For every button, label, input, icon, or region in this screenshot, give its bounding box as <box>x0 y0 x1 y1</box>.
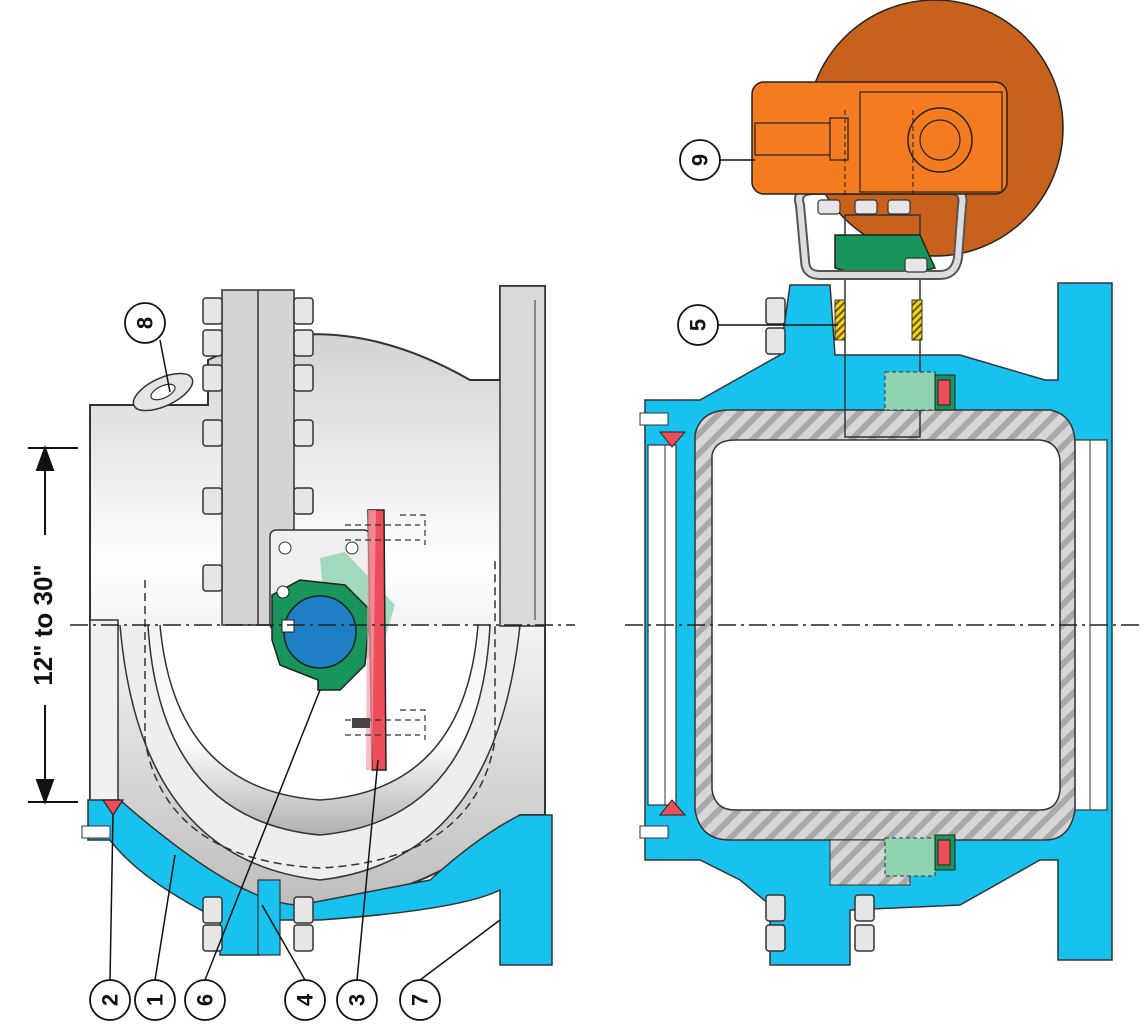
bottom-seat-cartridge <box>884 837 936 877</box>
trunnion-ball-blue <box>283 595 357 669</box>
callout-5-circle <box>677 304 719 346</box>
callout-4: 4 <box>293 993 318 1006</box>
left-bore-outline <box>159 624 479 801</box>
callout-5: 5 <box>686 319 711 331</box>
callout-3: 3 <box>345 994 370 1006</box>
top-seat-cartridge <box>884 371 936 411</box>
left-dashed-ball <box>144 560 496 869</box>
left-blue-body-cut <box>87 799 553 966</box>
seal-triangle-lower <box>658 799 687 816</box>
left-end-flange <box>89 619 119 821</box>
callout-4-circle <box>284 979 326 1021</box>
callout-6-circle <box>184 979 226 1021</box>
left-external-view <box>81 285 553 966</box>
callout-2-circle <box>89 979 131 1021</box>
seal-triangle-left <box>101 799 125 817</box>
callout-8-circle <box>124 302 166 344</box>
sealant-fitting-top <box>345 514 426 545</box>
callout-3-circle <box>336 979 378 1021</box>
callout-7-circle <box>399 979 441 1021</box>
right-end-flange <box>499 285 546 627</box>
seal-triangle-upper <box>658 431 687 448</box>
callout-markers <box>89 139 721 1021</box>
bonnet-bolts <box>202 297 314 952</box>
callout-9: 9 <box>688 154 713 166</box>
callout-1-circle <box>134 979 176 1021</box>
callout-9-circle <box>679 139 721 181</box>
dimension-arrow <box>28 445 78 805</box>
dimension-label: 12" to 30" <box>28 564 58 685</box>
right-body-bolts <box>765 297 875 952</box>
callout-6: 6 <box>193 994 218 1006</box>
callout-2: 2 <box>98 994 123 1006</box>
callout-8: 8 <box>133 317 158 329</box>
callout-leaders <box>109 159 838 981</box>
callout-1: 1 <box>143 994 168 1006</box>
callout-7: 7 <box>408 994 433 1006</box>
